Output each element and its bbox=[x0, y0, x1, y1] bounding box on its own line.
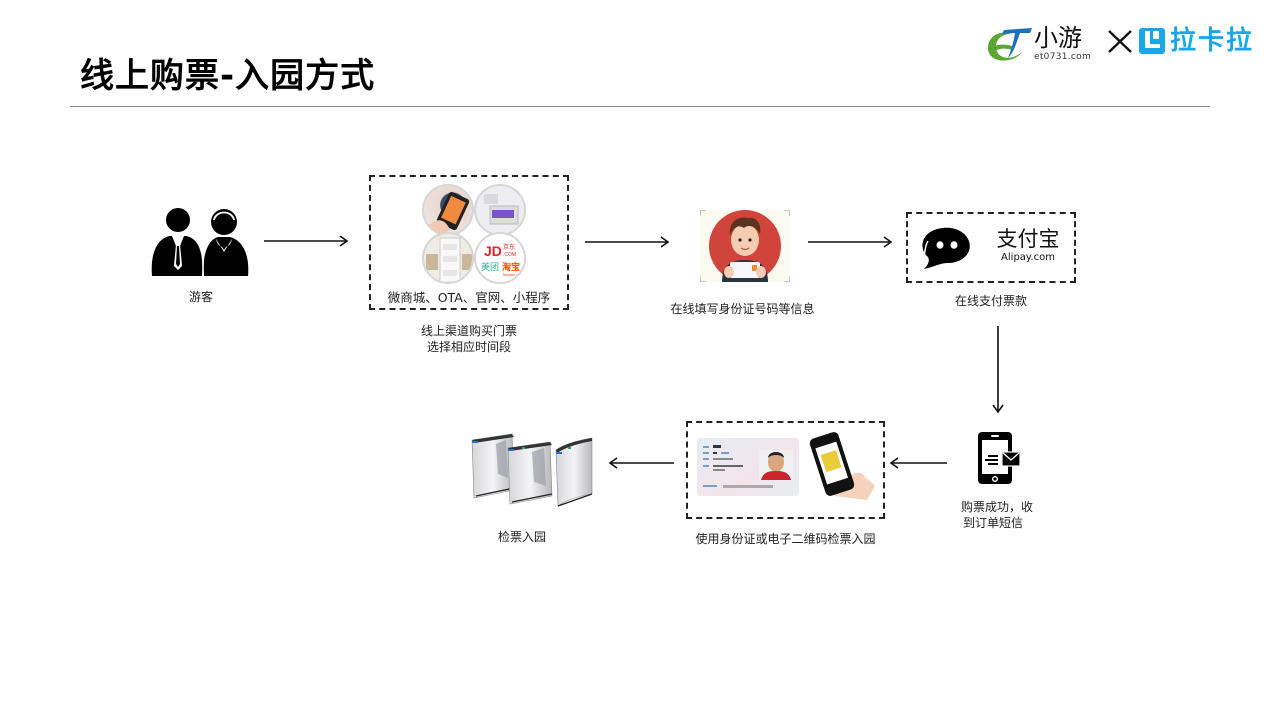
svg-text:美团: 美团 bbox=[481, 261, 499, 273]
arrow-right-1 bbox=[264, 235, 349, 247]
channel-mobile-image bbox=[422, 184, 474, 236]
sms-label-line2: 到订单短信 bbox=[962, 516, 1023, 530]
channels-inner-label: 微商城、OTA、官网、小程序 bbox=[387, 290, 551, 305]
partner2-name: 拉卡拉 bbox=[1170, 26, 1255, 56]
alipay-logo-text: 支付宝 bbox=[996, 227, 1060, 251]
alipay-url: Alipay.com bbox=[1001, 252, 1055, 263]
arrow-left-2 bbox=[608, 457, 674, 469]
fill-info-label: 在线填写身份证号码等信息 bbox=[670, 302, 815, 316]
svg-text:Taobao.com: Taobao.com bbox=[502, 272, 524, 277]
partner1-name: 小游 bbox=[1034, 24, 1082, 52]
title-divider bbox=[70, 106, 1210, 107]
arrow-right-3 bbox=[808, 236, 893, 248]
verify-box bbox=[686, 421, 885, 519]
slide-title: 线上购票-入园方式 bbox=[80, 56, 376, 96]
lakala-logo-icon bbox=[1139, 28, 1165, 54]
collaboration-x-icon bbox=[1108, 30, 1132, 53]
step-visitor-label: 游客 bbox=[188, 290, 213, 304]
svg-text:.COM: .COM bbox=[503, 252, 516, 258]
svg-text:JD: JD bbox=[484, 243, 502, 259]
channel-ota-image: JD 京东 .COM 美团 淘宝 Taobao.com bbox=[474, 232, 526, 284]
svg-text:淘宝: 淘宝 bbox=[502, 261, 520, 273]
svg-text:京东: 京东 bbox=[503, 243, 515, 251]
user-avatar-icon bbox=[700, 210, 790, 282]
visitors-icon bbox=[151, 208, 249, 276]
id-card-icon bbox=[697, 438, 799, 496]
wechat-icon bbox=[921, 227, 970, 269]
channels-caption-line2: 选择相应时间段 bbox=[426, 340, 511, 354]
et0731-logo-icon bbox=[988, 28, 1032, 61]
payment-label: 在线支付票款 bbox=[954, 294, 1027, 308]
verify-label: 使用身份证或电子二维码检票入园 bbox=[695, 532, 876, 546]
payment-box bbox=[906, 212, 1076, 283]
phone-qr-icon bbox=[809, 432, 875, 500]
phone-message-icon bbox=[978, 432, 1021, 484]
partner1-url: et0731.com bbox=[1034, 52, 1092, 62]
turnstile-gates-icon bbox=[471, 433, 593, 507]
sms-label-line1: 购票成功，收 bbox=[960, 500, 1033, 514]
channels-caption-line1: 线上渠道购买门票 bbox=[420, 324, 517, 338]
arrow-down bbox=[992, 326, 1004, 414]
channels-box bbox=[369, 175, 569, 310]
channel-miniprogram-image bbox=[422, 232, 474, 284]
arrow-right-2 bbox=[585, 236, 670, 248]
enter-label: 检票入园 bbox=[497, 530, 546, 544]
arrow-left-1 bbox=[889, 457, 947, 469]
channel-website-image bbox=[474, 184, 526, 236]
